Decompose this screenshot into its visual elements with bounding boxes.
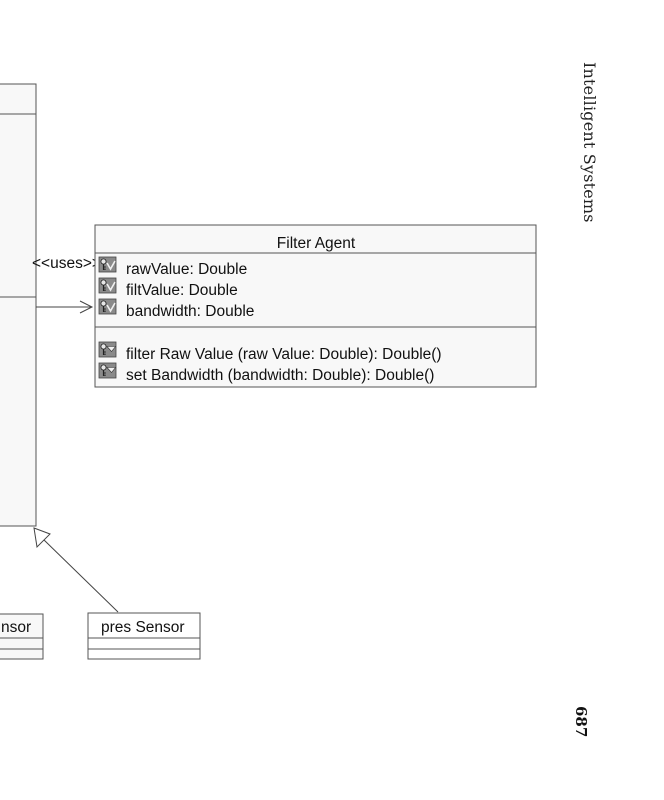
left-sensor-label: nsor: [1, 619, 31, 636]
attribute-filt-value: filtValue: Double: [126, 282, 238, 299]
page-number: 687: [572, 706, 590, 738]
operation-key-icon: [99, 342, 116, 357]
attribute-raw-value: rawValue: Double: [126, 261, 247, 278]
running-head: Intelligent Systems: [580, 62, 599, 223]
operation-key-icon: [99, 363, 116, 378]
attribute-bandwidth: bandwidth: Double: [126, 303, 254, 320]
attribute-key-icon: [99, 278, 116, 293]
left-class-box: [0, 83, 37, 527]
uses-dependency-arrow: [36, 300, 94, 314]
pres-sensor-label: pres Sensor: [101, 619, 185, 636]
operation-set-bandwidth: set Bandwidth (bandwidth: Double): Doubl…: [126, 367, 434, 384]
left-sensor-class: nsor: [0, 613, 44, 660]
inheritance-arrow: [33, 527, 119, 613]
filter-agent-title: Filter Agent: [277, 235, 356, 252]
pres-sensor-class: pres Sensor: [87, 612, 201, 660]
attribute-key-icon: [99, 299, 116, 314]
operation-filter-raw-value: filter Raw Value (raw Value: Double): Do…: [126, 346, 442, 363]
uses-stereotype-label: <<uses>>: [32, 255, 101, 272]
attribute-key-icon: [99, 257, 116, 272]
filter-agent-class: Filter Agent rawValue: Double filtValue:…: [94, 224, 537, 388]
